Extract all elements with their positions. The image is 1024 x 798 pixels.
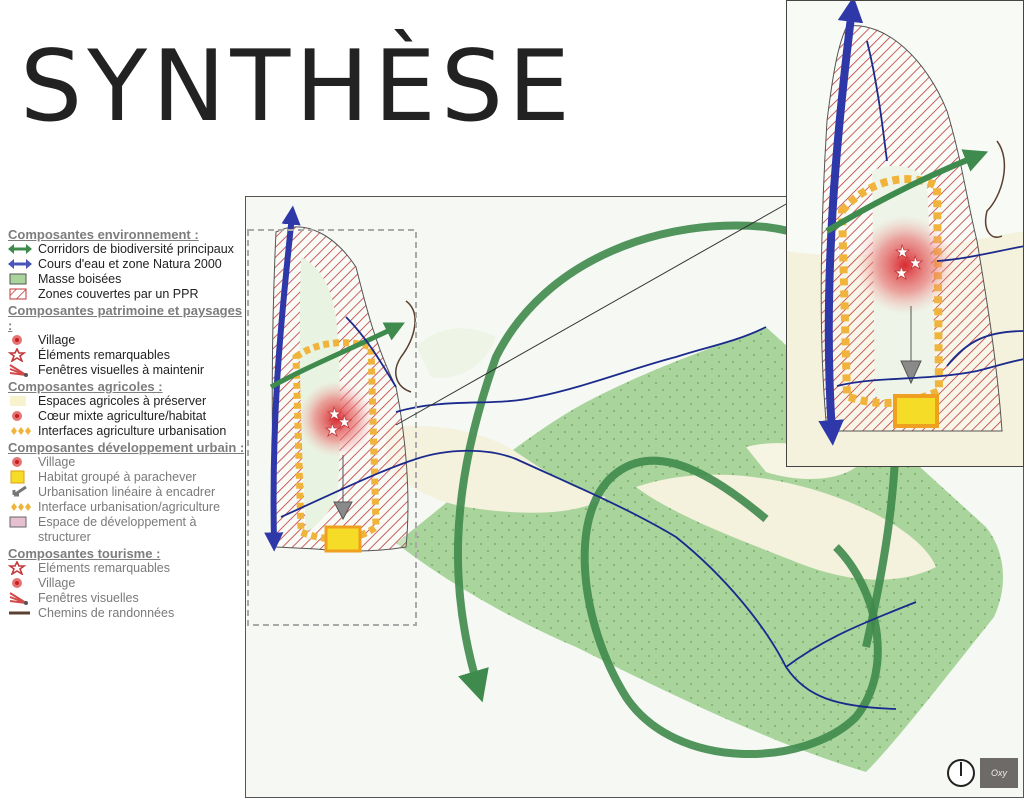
- red-hatch-icon: [8, 287, 32, 302]
- legend-label: Espaces agricoles à préserver: [38, 394, 207, 408]
- legend-label: Zones couvertes par un PPR: [38, 287, 199, 301]
- pink-box-icon: [8, 515, 32, 530]
- legend-item: Masse boisées: [8, 272, 248, 287]
- brown-line-icon: [8, 606, 32, 621]
- view-fan-icon: [8, 591, 32, 606]
- blue-double-arrow-icon: [8, 257, 32, 272]
- view-fan-icon: [8, 363, 32, 378]
- grey-arrow-icon: [8, 485, 32, 500]
- red-dot-icon: [8, 576, 32, 591]
- legend-item: Cœur mixte agriculture/habitat: [8, 409, 248, 424]
- yellow-box-icon: [8, 470, 32, 485]
- red-dot-icon: [8, 455, 32, 470]
- green-box-icon: [8, 272, 32, 287]
- pale-box-icon: [8, 394, 32, 409]
- legend-label: Espace de développement à structurer: [38, 515, 197, 544]
- legend-item: Espace de développement à structurer: [8, 515, 248, 545]
- legend-heading: Composantes développement urbain :: [8, 440, 245, 455]
- legend-label: Masse boisées: [38, 272, 122, 286]
- north-arrow-icon: [947, 759, 975, 787]
- inset-natura-corridor: [818, 1, 864, 446]
- legend-label: Corridors de biodiversité principaux: [38, 242, 234, 256]
- village-marker: [298, 381, 374, 457]
- legend-item: Village: [8, 576, 248, 591]
- legend-label: Interfaces agriculture urbanisation: [38, 424, 227, 438]
- legend-heading: Composantes patrimoine et paysages :: [8, 303, 243, 333]
- legend-heading: Composantes tourisme :: [8, 546, 161, 561]
- legend-label: Village: [38, 455, 76, 469]
- legend-heading: Composantes environnement :: [8, 227, 199, 242]
- legend-item: Fenêtres visuelles: [8, 591, 248, 606]
- brand-logo: Oxy: [980, 758, 1018, 788]
- legend-item: Village: [8, 455, 248, 470]
- river: [280, 449, 897, 710]
- legend-item: Espaces agricoles à préserver: [8, 394, 248, 409]
- legend-label: Fenêtres visuelles: [38, 591, 139, 605]
- interface-ring: [292, 339, 380, 543]
- legend-label: Fenêtres visuelles à maintenir: [38, 363, 205, 377]
- diamonds-icon: [8, 500, 32, 515]
- map-legend: Composantes environnement :Corridors de …: [7, 226, 248, 621]
- legend-item: Urbanisation linéaire à encadrer: [8, 485, 248, 500]
- inset-map: [786, 0, 1024, 467]
- legend-label: Cœur mixte agriculture/habitat: [38, 409, 207, 423]
- agri-area: [386, 425, 606, 513]
- legend-label: Cours d'eau et zone Natura 2000: [38, 257, 222, 271]
- red-star-icon: [7, 347, 32, 363]
- inset-habitat-box: [893, 394, 939, 428]
- urban-arrow: [333, 455, 353, 521]
- red-dot-icon: [8, 409, 32, 424]
- legend-label: Urbanisation linéaire à encadrer: [38, 485, 216, 499]
- legend-item: Interfaces agriculture urbanisation: [8, 424, 248, 439]
- legend-item: Zones couvertes par un PPR: [8, 287, 248, 302]
- red-dot-icon: [8, 333, 32, 348]
- trail: [395, 300, 416, 393]
- legend-item: Éléments remarquables: [7, 347, 248, 363]
- green-double-arrow-icon: [8, 242, 32, 257]
- zoom-frame: [247, 229, 417, 626]
- legend-label: Village: [38, 576, 76, 590]
- red-star-icon: [7, 560, 32, 576]
- legend-item: Village: [8, 333, 248, 348]
- legend-label: Village: [38, 333, 76, 347]
- natura-corridor: [264, 205, 301, 552]
- legend-item: Eléments remarquables: [7, 560, 248, 576]
- legend-label: Chemins de randonnées: [38, 606, 175, 620]
- legend-label: Interface urbanisation/agriculture: [38, 500, 221, 514]
- legend-item: Cours d'eau et zone Natura 2000: [8, 257, 248, 272]
- legend-item: Interface urbanisation/agriculture: [8, 500, 248, 515]
- habitat-box: [324, 525, 362, 553]
- diamonds-icon: [8, 424, 32, 439]
- legend-heading: Composantes agricoles :: [8, 379, 163, 394]
- legend-item: Corridors de biodiversité principaux: [8, 242, 248, 257]
- legend-label: Habitat groupé à parachever: [38, 470, 197, 484]
- legend-item: Chemins de randonnées: [8, 606, 248, 621]
- legend-label: Éléments remarquables: [38, 348, 171, 362]
- legend-item: Habitat groupé à parachever: [8, 470, 248, 485]
- page-title: SYNTHÈSE: [20, 30, 575, 144]
- legend-label: Eléments remarquables: [38, 561, 171, 575]
- legend-item: Fenêtres visuelles à maintenir: [8, 363, 248, 378]
